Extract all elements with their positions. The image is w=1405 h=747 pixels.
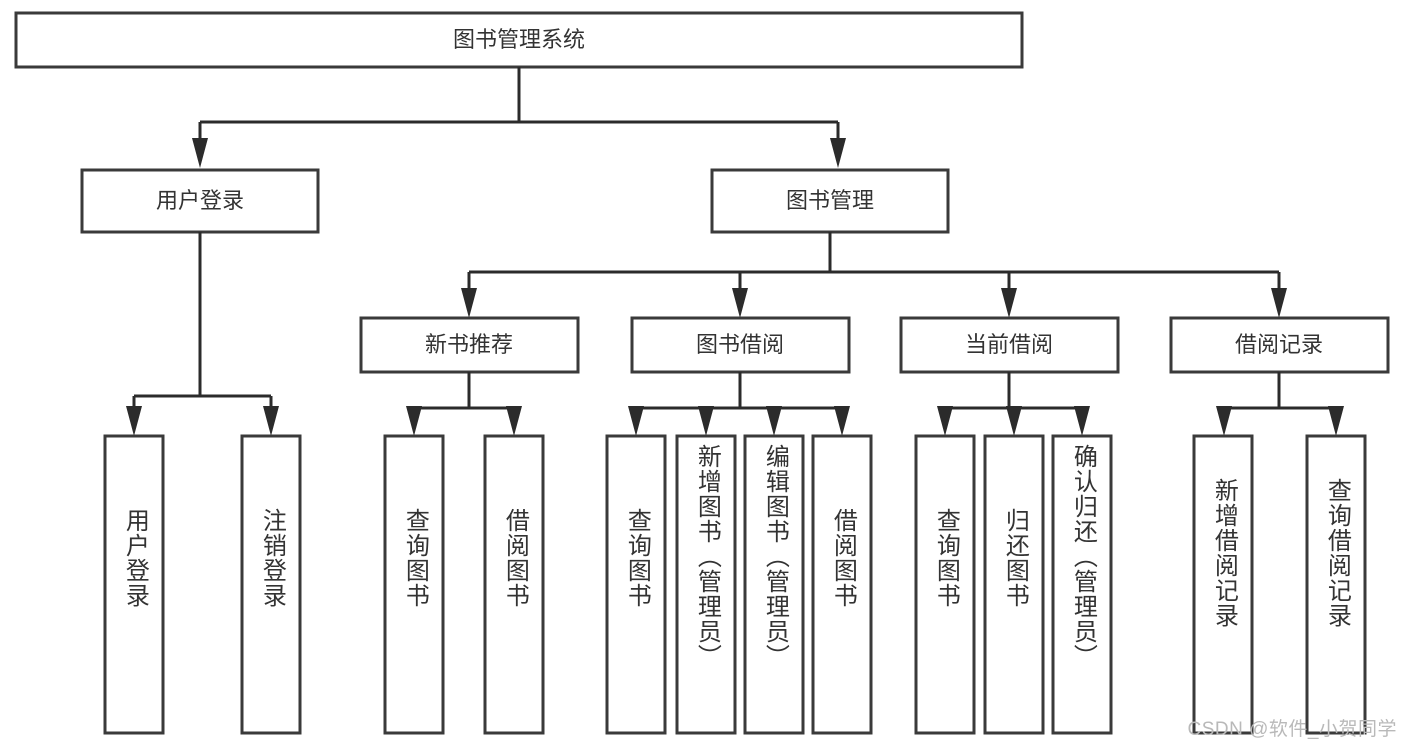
leaf-box-query-record[interactable] (1305, 434, 1367, 735)
connector-user-login-to-leaves (126, 232, 279, 436)
leaf-box-add-book[interactable] (675, 434, 737, 735)
node-book-borrow[interactable]: 图书借阅 (630, 316, 851, 374)
leaf-box-logout[interactable] (240, 434, 302, 735)
arrow-head-icon (1216, 406, 1232, 436)
arrow-head-icon (506, 406, 522, 436)
arrow-head-icon (937, 406, 953, 436)
arrow-head-icon (406, 406, 422, 436)
leaf-box-add-record[interactable] (1192, 434, 1254, 735)
leaf-box-confirm-return[interactable] (1051, 434, 1113, 735)
node-new-book-recommend[interactable]: 新书推荐 (359, 316, 580, 374)
connector-bookmgmt-to-level3 (461, 232, 1287, 318)
arrow-head-icon (126, 406, 142, 436)
node-borrow-record[interactable]: 借阅记录 (1169, 316, 1390, 374)
arrow-head-icon (628, 406, 644, 436)
arrow-head-icon (1074, 406, 1090, 436)
new-book-recommend-box[interactable] (359, 316, 580, 374)
arrow-head-icon (461, 288, 477, 318)
book-borrow-label: 图书借阅 (696, 332, 784, 357)
node-root[interactable]: 图书管理系统 (14, 11, 1024, 69)
leaf-box-query-book-1[interactable] (383, 434, 445, 735)
arrow-head-icon (830, 138, 846, 168)
connector-currentborrow-to-leaves (937, 372, 1090, 436)
book-management-label: 图书管理 (786, 188, 874, 213)
connector-borrowrecord-to-leaves (1216, 372, 1344, 436)
node-user-login[interactable]: 用户登录 (80, 168, 320, 234)
arrow-head-icon (192, 138, 208, 168)
borrow-record-label: 借阅记录 (1235, 332, 1323, 357)
arrow-head-icon (1001, 288, 1017, 318)
leaf-box-borrow-book-2[interactable] (811, 434, 873, 735)
user-login-label: 用户登录 (156, 188, 244, 213)
arrow-head-icon (263, 406, 279, 436)
leaf-box-user-login[interactable] (103, 434, 165, 735)
node-book-management[interactable]: 图书管理 (710, 168, 950, 234)
root-box[interactable] (14, 11, 1024, 69)
leaf-box-query-book-2[interactable] (605, 434, 667, 735)
connector-root-to-level2 (192, 67, 846, 168)
arrow-head-icon (698, 406, 714, 436)
new-book-recommend-label: 新书推荐 (425, 332, 513, 357)
arrow-head-icon (834, 406, 850, 436)
connector-newbook-to-leaves (406, 372, 522, 436)
user-login-box[interactable] (80, 168, 320, 234)
arrow-head-icon (1006, 406, 1022, 436)
connector-bookborrow-to-leaves (628, 372, 850, 436)
leaf-box-query-book-3[interactable] (914, 434, 976, 735)
current-borrow-label: 当前借阅 (965, 332, 1053, 357)
arrow-head-icon (1271, 288, 1287, 318)
leaf-box-borrow-book-1[interactable] (483, 434, 545, 735)
watermark: CSDN @软件_小贺同学 (1187, 719, 1397, 740)
arrow-head-icon (732, 288, 748, 318)
node-current-borrow[interactable]: 当前借阅 (899, 316, 1120, 374)
leaf-box-edit-book[interactable] (743, 434, 805, 735)
leaf-box-return-book[interactable] (983, 434, 1045, 735)
arrow-head-icon (766, 406, 782, 436)
arrow-head-icon (1328, 406, 1344, 436)
current-borrow-box[interactable] (899, 316, 1120, 374)
root-label: 图书管理系统 (453, 27, 585, 52)
